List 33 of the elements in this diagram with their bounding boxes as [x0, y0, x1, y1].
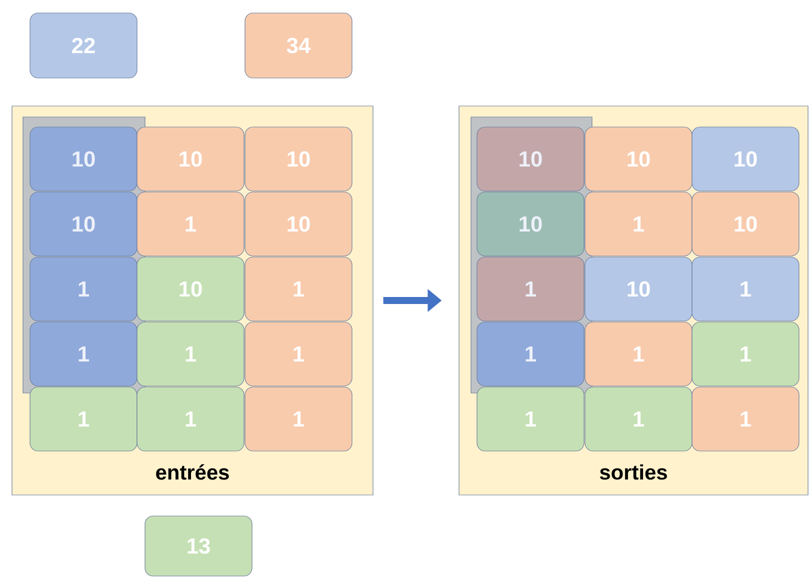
number-card: 1: [30, 386, 138, 452]
number-card: 10: [584, 126, 692, 192]
number-card: 10: [30, 192, 138, 256]
number-card: 1: [30, 322, 138, 386]
number-card: 10: [692, 126, 800, 192]
number-card: 1: [136, 386, 244, 452]
number-card: 10: [136, 256, 244, 322]
number-card: 1: [30, 256, 138, 322]
number-card: 1: [476, 256, 584, 322]
number-card: 10: [584, 256, 692, 322]
number-card: 1: [584, 322, 692, 386]
number-card: 1: [244, 256, 352, 322]
number-card: 1: [584, 192, 692, 256]
number-card: 34: [244, 12, 352, 78]
number-card: 1: [476, 386, 584, 452]
number-card: 1: [692, 386, 800, 452]
number-card: 10: [244, 192, 352, 256]
number-card: 10: [692, 192, 800, 256]
number-card: 1: [136, 192, 244, 256]
number-card: 1: [244, 322, 352, 386]
number-card: 10: [136, 126, 244, 192]
number-card: 10: [244, 126, 352, 192]
number-card: 13: [144, 516, 252, 576]
number-card: 1: [692, 322, 800, 386]
number-card: 1: [244, 386, 352, 452]
number-card: 1: [692, 256, 800, 322]
number-card: 10: [476, 192, 584, 256]
number-card: 1: [584, 386, 692, 452]
number-card: 22: [30, 12, 138, 78]
number-card: 1: [136, 322, 244, 386]
number-card: 10: [476, 126, 584, 192]
number-card: 10: [30, 126, 138, 192]
number-card: 1: [476, 322, 584, 386]
